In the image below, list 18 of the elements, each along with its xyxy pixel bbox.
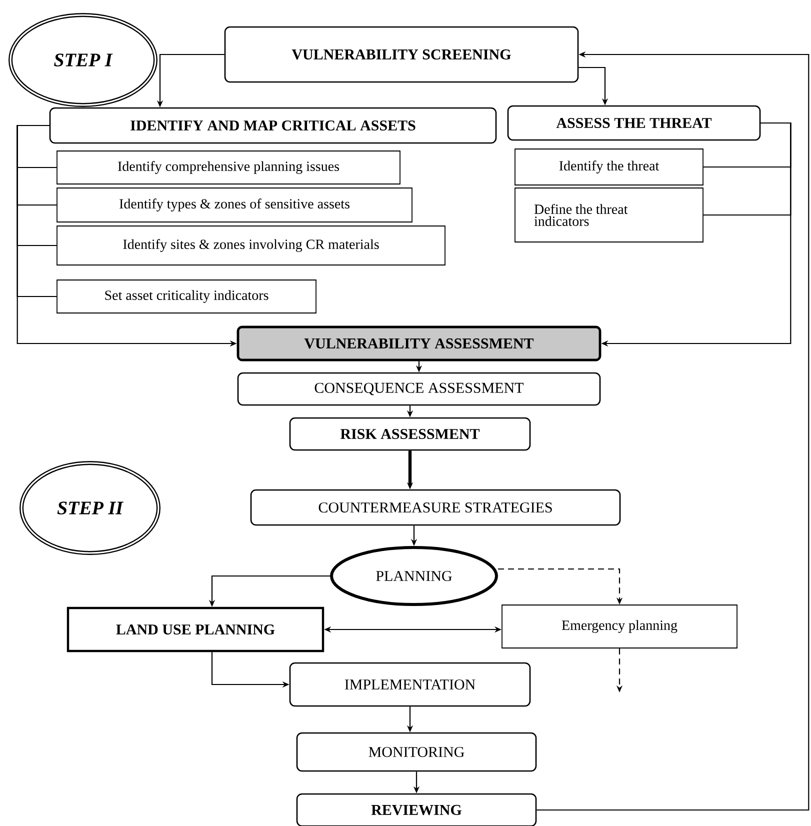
process-box: RISK ASSESSMENT (289, 417, 531, 451)
highlighted-box: VULNERABILITY ASSESSMENT (236, 326, 602, 362)
task-box: Identify sites & zones involving CR materials (56, 226, 446, 266)
process-box: ASSESS THE THREAT (507, 105, 761, 141)
process-box: IDENTIFY AND MAP CRITICAL ASSETS (49, 107, 497, 144)
process-box: COUNTERMEASURE STRATEGIES (250, 489, 621, 526)
process-box: VULNERABILITY SCREENING (224, 26, 579, 83)
process-box: REVIEWING (296, 793, 537, 826)
process-box: LAND USE PLANNING (66, 606, 324, 652)
process-box: MONITORING (296, 732, 537, 772)
process-box: CONSEQUENCE ASSESSMENT (237, 372, 601, 406)
task-box: Identify the threat (514, 148, 704, 186)
task-box: Emergency planning (502, 604, 738, 648)
task-box: Identify types & zones of sensitive assets (56, 188, 412, 222)
task-box: Set asset criticality indicators (56, 280, 316, 314)
task-box: Define the threat indicators (514, 188, 704, 242)
process-box: IMPLEMENTATION (289, 662, 531, 707)
task-box: Identify comprehensive planning issues (56, 150, 400, 184)
